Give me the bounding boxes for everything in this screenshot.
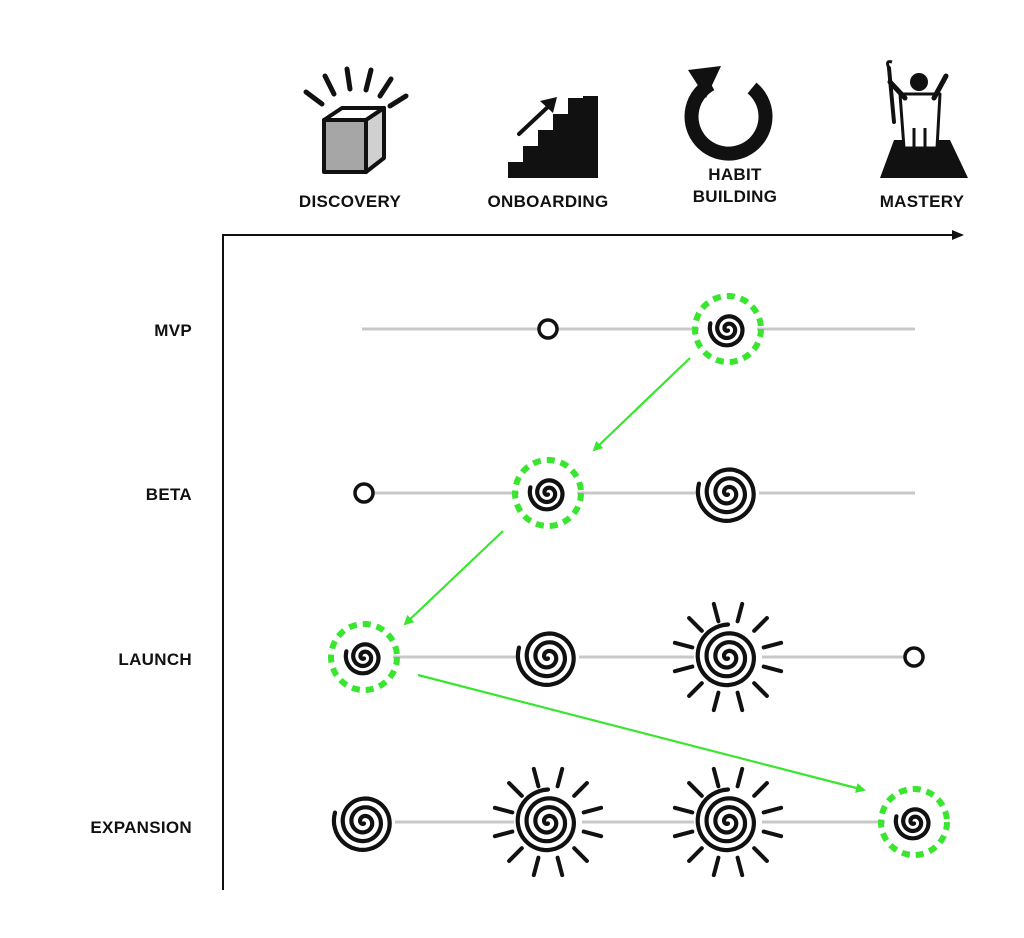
burst-ray (492, 805, 515, 815)
burst-ray (711, 601, 721, 624)
phase-label-launch: LAUNCH (118, 650, 192, 669)
spiral-icon-small (893, 807, 931, 841)
spiral-icon-burst (515, 787, 577, 853)
cell-launch-habit-building (672, 601, 784, 713)
cell-mvp-habit-building (692, 293, 764, 365)
cell-launch-discovery (328, 621, 400, 693)
burst-ray (711, 855, 721, 878)
open-box-icon (303, 66, 409, 174)
burst-ray (711, 690, 721, 713)
burst-ray (761, 664, 784, 674)
burst-ray (735, 855, 745, 878)
burst-ray (752, 681, 769, 698)
small-circle-marker (903, 646, 925, 668)
burst-ray (761, 640, 784, 650)
cell-mvp-onboarding (537, 318, 559, 340)
small-circle-marker (537, 318, 559, 340)
burst-ray (581, 829, 604, 839)
small-circle-marker (353, 482, 375, 504)
burst-ray (752, 781, 769, 798)
burst-ray (735, 690, 745, 713)
cell-expansion-discovery (331, 791, 395, 853)
burst-ray (672, 640, 695, 650)
cell-launch-mastery (903, 646, 925, 668)
matrix-cells (328, 293, 950, 878)
burst-rays (672, 766, 784, 878)
cell-expansion-habit-building (672, 766, 784, 878)
cell-launch-onboarding (515, 626, 579, 688)
cell-beta-discovery (353, 482, 375, 504)
burst-ray (735, 601, 745, 624)
spiral-icon-small (343, 642, 381, 676)
burst-ray (507, 846, 524, 863)
cell-beta-onboarding (512, 457, 584, 529)
highlight-ring (512, 457, 584, 529)
burst-ray (687, 781, 704, 798)
burst-ray (687, 616, 704, 633)
spiral-icon-small (707, 314, 745, 348)
stage-label-mastery: MASTERY (880, 192, 965, 211)
stage-label-discovery: DISCOVERY (299, 192, 402, 211)
burst-ray (581, 805, 604, 815)
stairs-icon (508, 96, 598, 178)
burst-ray (752, 846, 769, 863)
phase-label-expansion: EXPANSION (90, 818, 192, 837)
flow-arrow-beta-to-launch (403, 530, 504, 626)
burst-ray (761, 829, 784, 839)
burst-ray (711, 766, 721, 789)
burst-ray (531, 766, 541, 789)
spiral-icon-small (527, 478, 565, 512)
spiral-icon-medium (695, 467, 756, 524)
cell-expansion-onboarding (492, 766, 604, 878)
burst-ray (752, 616, 769, 633)
spiral-icon-medium (331, 796, 392, 853)
burst-ray (687, 846, 704, 863)
highlight-ring (692, 293, 764, 365)
burst-ray (761, 805, 784, 815)
burst-ray (531, 855, 541, 878)
burst-ray (555, 766, 565, 789)
burst-ray (572, 846, 589, 863)
burst-rays (672, 601, 784, 713)
burst-ray (735, 766, 745, 789)
burst-ray (672, 829, 695, 839)
burst-ray (555, 855, 565, 878)
burst-ray (672, 664, 695, 674)
phase-label-mvp: MVP (154, 321, 192, 340)
burst-ray (672, 805, 695, 815)
stage-label-habit-line-1: HABIT (708, 165, 762, 184)
spiral-icon-burst (695, 622, 757, 688)
highlight-ring (328, 621, 400, 693)
burst-ray (492, 829, 515, 839)
flow-arrow-launch-to-expansion (417, 673, 866, 793)
burst-ray (572, 781, 589, 798)
spiral-icon-medium (515, 631, 576, 688)
loop-arrow-icon (684, 66, 773, 161)
cell-beta-habit-building (695, 462, 759, 524)
cell-expansion-mastery (878, 786, 950, 858)
summit-figure-icon (880, 60, 968, 178)
burst-ray (507, 781, 524, 798)
burst-rays (492, 766, 604, 878)
flow-arrow-mvp-to-beta (592, 357, 691, 452)
stage-label-habit-line-2: BUILDING (693, 187, 778, 206)
spiral-icon-burst (695, 787, 757, 853)
phase-label-beta: BETA (146, 485, 192, 504)
highlight-ring (878, 786, 950, 858)
burst-ray (687, 681, 704, 698)
stage-label-onboarding: ONBOARDING (487, 192, 608, 211)
